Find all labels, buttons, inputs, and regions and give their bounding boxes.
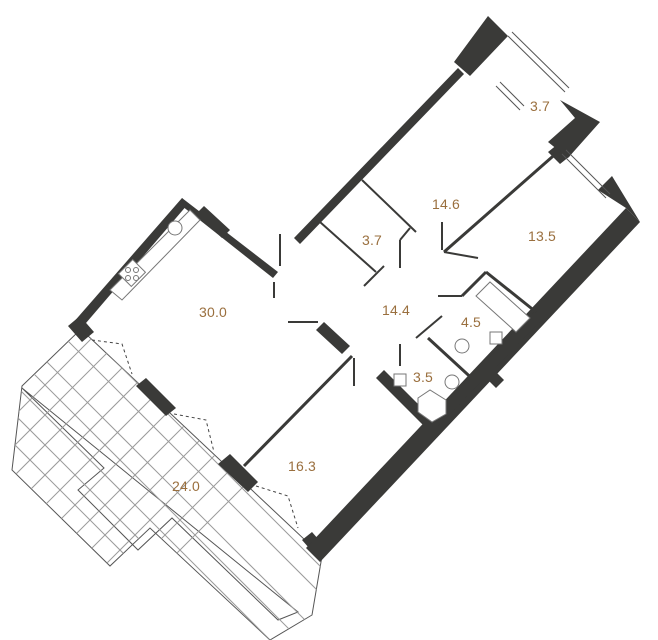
room-area-bedroom-13: 13.5 — [527, 228, 557, 244]
bath-sink-icon — [489, 331, 503, 345]
kitchen-counter — [109, 209, 201, 301]
terrace — [11, 329, 323, 640]
windows — [495, 31, 611, 199]
shower-icon — [417, 389, 447, 423]
partitions — [242, 148, 561, 468]
room-area-wc: 3.5 — [412, 369, 434, 385]
bathroom-fixtures — [393, 281, 531, 423]
sink-icon — [167, 220, 183, 236]
room-area-wardrobe: 3.7 — [361, 232, 383, 248]
wc-sink-icon — [393, 373, 407, 387]
room-area-terrace: 24.0 — [171, 478, 201, 494]
radiators — [196, 206, 504, 388]
room-area-hall: 14.4 — [381, 302, 411, 318]
door-swings — [91, 339, 299, 529]
wc-toilet-icon — [444, 374, 460, 390]
room-area-balcony: 3.7 — [529, 98, 551, 114]
room-area-bathroom: 4.5 — [460, 314, 482, 330]
exterior-walls — [68, 16, 640, 562]
room-area-kitchen-living: 30.0 — [198, 304, 228, 320]
room-area-bedroom-14: 14.6 — [431, 196, 461, 212]
room-area-bedroom-16: 16.3 — [287, 458, 317, 474]
bathtub-icon — [475, 281, 531, 333]
bath-toilet-icon — [454, 338, 470, 354]
